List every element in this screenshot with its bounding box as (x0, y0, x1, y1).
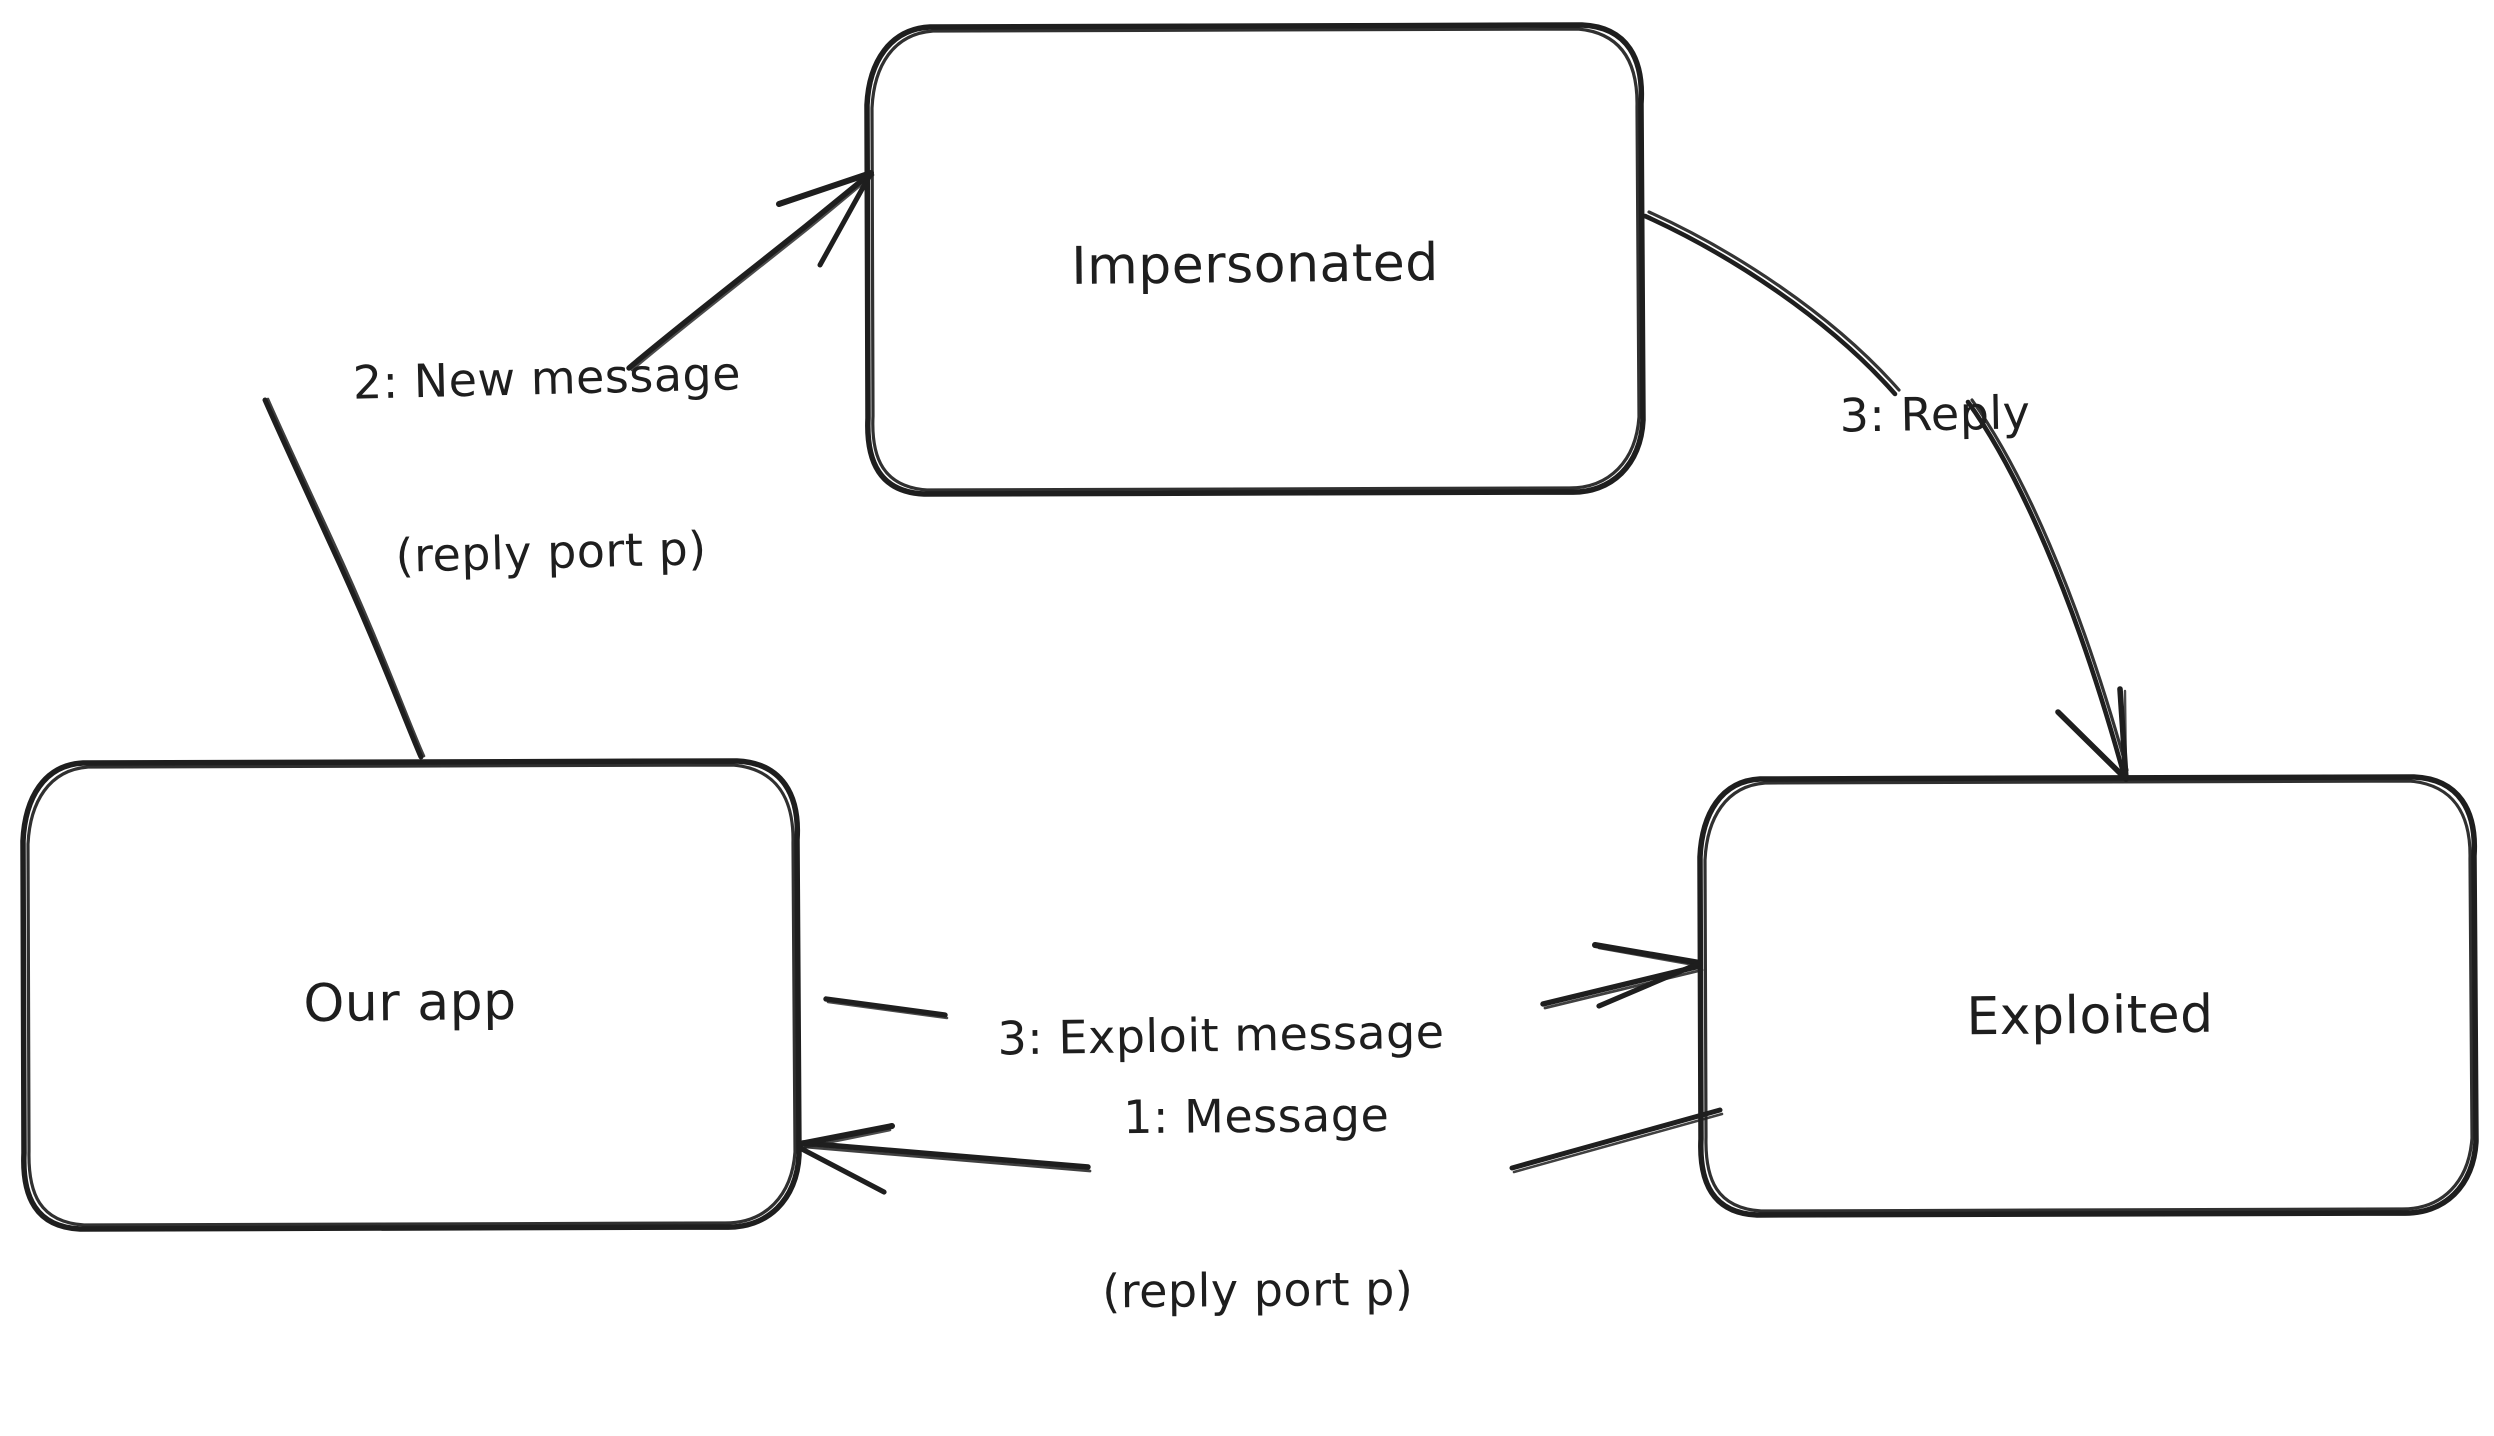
edge-exploit-message-line[interactable] (823, 942, 1704, 1020)
node-impersonated-shape[interactable] (864, 22, 1646, 497)
node-exploited-shape[interactable] (1697, 774, 2479, 1218)
diagram-vector-layer (20, 22, 2479, 1232)
edge-new-message-line[interactable] (262, 45, 875, 760)
edge-message-line[interactable] (797, 1107, 1724, 1195)
node-our-app-shape[interactable] (20, 758, 802, 1232)
edge-reply-line[interactable] (1642, 210, 2129, 782)
diagram-canvas-root: Impersonated Our app Exploited 2: New me… (20, 22, 2479, 1319)
